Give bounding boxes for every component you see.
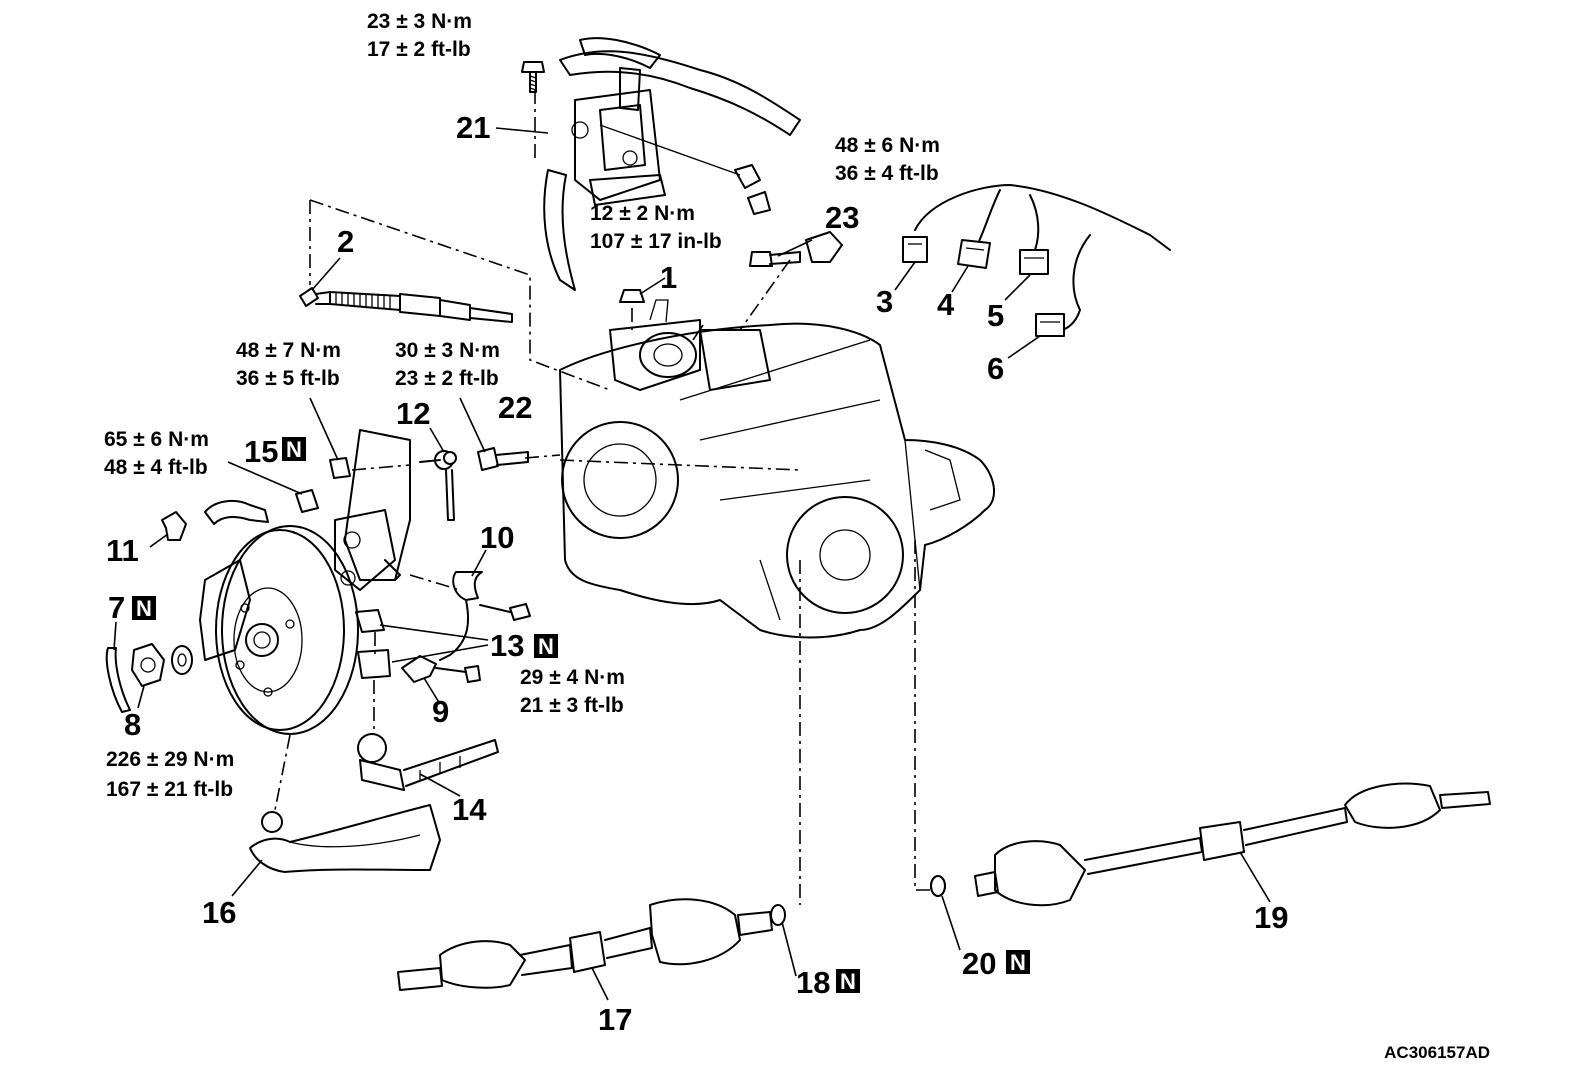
svg-text:N: N (1010, 950, 1026, 975)
connector-6 (1035, 313, 1065, 337)
torque-spec-8: 226 ± 29 N·m 167 ± 21 ft-lb (106, 748, 234, 801)
cotter-pin-part-7 (105, 647, 131, 713)
torque-spec-15: 65 ± 6 N·m 48 ± 4 ft-lb (104, 428, 209, 479)
torque-1-imperial: 107 ± 17 in-lb (590, 230, 722, 253)
callout-3: 3 (876, 284, 893, 319)
snap-ring-part-18 (770, 904, 786, 926)
clip-part-11 (161, 511, 187, 541)
nut-part-1 (619, 289, 645, 303)
callout-18: 18 (796, 965, 830, 1000)
new-part-mark-13: N (534, 634, 558, 659)
torque-12-metric: 48 ± 7 N·m (236, 339, 341, 362)
torque-12-imperial: 36 ± 5 ft-lb (236, 367, 340, 390)
callout-22: 22 (498, 390, 532, 425)
torque-13-metric: 29 ± 4 N·m (520, 666, 625, 689)
callout-numbers: 1 2 3 4 5 6 7 8 9 10 11 12 13 14 15 16 1… (106, 110, 1288, 1037)
new-part-mark-20: N (1006, 950, 1030, 975)
wheel-speed-sensor (439, 571, 531, 661)
callout-17: 17 (598, 1002, 632, 1037)
callout-1: 1 (660, 260, 677, 295)
callout-2: 2 (337, 224, 354, 259)
callout-7: 7 (108, 590, 125, 625)
brake-disc-hub (199, 525, 359, 735)
callout-20: 20 (962, 946, 996, 981)
shift-cable (299, 287, 513, 323)
torque-21-metric: 23 ± 3 N·m (367, 10, 472, 33)
callout-16: 16 (202, 895, 236, 930)
torque-23-metric: 48 ± 6 N·m (835, 134, 940, 157)
callout-11: 11 (106, 533, 139, 568)
torque-1-metric: 12 ± 2 N·m (590, 202, 695, 225)
callout-8: 8 (124, 707, 141, 742)
new-part-mark-18: N (836, 969, 860, 994)
torque-13-imperial: 21 ± 3 ft-lb (520, 694, 624, 717)
svg-text:N: N (136, 596, 152, 621)
washer (171, 645, 193, 675)
svg-text:N: N (286, 437, 302, 462)
stabilizer-link (419, 450, 457, 521)
torque-23-imperial: 36 ± 4 ft-lb (835, 162, 939, 185)
nut-part-15 (295, 489, 319, 513)
torque-22-metric: 30 ± 3 N·m (395, 339, 500, 362)
svg-text:N: N (538, 634, 554, 659)
lower-arm (249, 804, 441, 873)
leader-lines (113, 127, 1271, 1001)
callout-13: 13 (490, 628, 524, 663)
callout-12: 12 (396, 396, 430, 431)
bolt-part-22 (477, 447, 529, 471)
callout-19: 19 (1254, 900, 1288, 935)
driveshaft-right (930, 782, 1491, 907)
torque-spec-21: 23 ± 3 N·m 17 ± 2 ft-lb (367, 10, 472, 61)
snap-ring-part-20 (930, 875, 946, 897)
callout-23: 23 (825, 200, 859, 235)
hub-nut-part-8 (131, 643, 165, 687)
torque-15-imperial: 48 ± 4 ft-lb (104, 456, 208, 479)
strut-knuckle (334, 429, 411, 591)
callout-6: 6 (987, 351, 1004, 386)
callout-15: 15 (244, 434, 278, 469)
torque-8-metric: 226 ± 29 N·m (106, 748, 234, 771)
callout-14: 14 (452, 792, 487, 827)
torque-spec-12: 48 ± 7 N·m 36 ± 5 ft-lb (236, 339, 341, 390)
bolt-part-23 (749, 231, 843, 267)
callout-4: 4 (937, 287, 955, 322)
connector-3 (902, 236, 928, 263)
svg-text:N: N (840, 969, 856, 994)
nut-part-13 (355, 609, 391, 679)
new-part-mark-7: N (132, 596, 156, 621)
torque-22-imperial: 23 ± 2 ft-lb (395, 367, 499, 390)
torque-spec-13: 29 ± 4 N·m 21 ± 3 ft-lb (520, 666, 625, 717)
hose-bracket-assembly (543, 37, 801, 291)
connector-4 (957, 239, 991, 269)
bolt-part-21 (521, 61, 545, 93)
new-part-mark-15: N (282, 437, 306, 462)
torque-spec-1: 12 ± 2 N·m 107 ± 17 in-lb (590, 202, 722, 253)
tie-rod-end (357, 733, 499, 791)
wiring-harness (914, 184, 1171, 331)
connector-5 (1019, 249, 1049, 275)
torque-15-metric: 65 ± 6 N·m (104, 428, 209, 451)
callout-9: 9 (432, 694, 449, 729)
figure-code: AC306157AD (1384, 1043, 1490, 1062)
torque-8-imperial: 167 ± 21 ft-lb (106, 778, 233, 801)
torque-21-imperial: 17 ± 2 ft-lb (367, 38, 471, 61)
callout-10: 10 (480, 520, 514, 555)
callout-21: 21 (456, 110, 490, 145)
assembly-guide-lines (274, 90, 932, 905)
brake-hose (204, 499, 269, 525)
nut-strut-48nm (329, 457, 351, 479)
torque-spec-23: 48 ± 6 N·m 36 ± 4 ft-lb (835, 134, 940, 185)
torque-spec-22: 30 ± 3 N·m 23 ± 2 ft-lb (395, 339, 500, 390)
callout-5: 5 (987, 298, 1004, 333)
driveshaft-left (397, 898, 773, 991)
